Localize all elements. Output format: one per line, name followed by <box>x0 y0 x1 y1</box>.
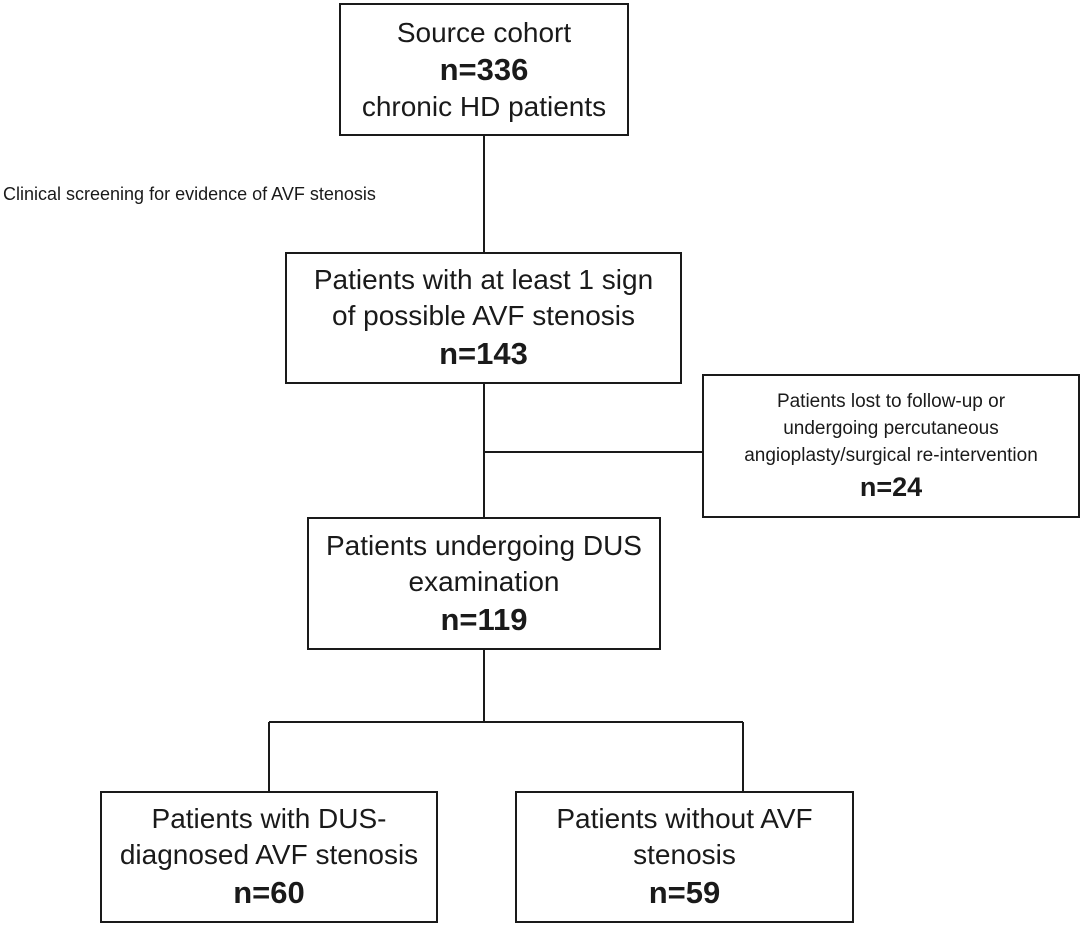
stenosis-diagnosed-count: n=60 <box>233 875 305 910</box>
stenosis-diagnosed-box: Patients with DUS- diagnosed AVF stenosi… <box>100 791 438 923</box>
no-stenosis-count: n=59 <box>648 875 721 910</box>
excluded-patients-line-1: Patients lost to follow-up or <box>776 390 1006 412</box>
source-cohort-box: Source cohort n=336 chronic HD patients <box>339 3 629 136</box>
excluded-patients-box: Patients lost to follow-up or undergoing… <box>702 374 1080 518</box>
dus-examination-box: Patients undergoing DUS examination n=11… <box>307 517 661 650</box>
dus-examination-line-1: Patients undergoing DUS <box>326 529 642 561</box>
possible-stenosis-line-1: Patients with at least 1 sign <box>313 264 654 295</box>
source-cohort-description: chronic HD patients <box>361 90 607 122</box>
no-stenosis-line-2: stenosis <box>633 839 736 870</box>
stenosis-diagnosed-line-2: diagnosed AVF stenosis <box>119 839 419 870</box>
excluded-patients-line-3: angioplasty/surgical re-intervention <box>744 444 1038 466</box>
no-stenosis-box: Patients without AVF stenosis n=59 <box>515 791 854 923</box>
screening-step-label: Clinical screening for evidence of AVF s… <box>3 184 376 204</box>
possible-stenosis-box: Patients with at least 1 sign of possibl… <box>285 252 682 384</box>
excluded-patients-line-2: undergoing percutaneous <box>783 417 999 439</box>
excluded-patients-count: n=24 <box>859 471 923 502</box>
dus-examination-count: n=119 <box>440 601 528 637</box>
no-stenosis-line-1: Patients without AVF <box>556 803 813 834</box>
possible-stenosis-count: n=143 <box>439 336 528 371</box>
source-cohort-count: n=336 <box>439 51 529 87</box>
stenosis-diagnosed-line-1: Patients with DUS- <box>151 803 387 834</box>
source-cohort-title: Source cohort <box>396 16 572 48</box>
possible-stenosis-line-2: of possible AVF stenosis <box>332 300 635 331</box>
dus-examination-line-2: examination <box>408 565 560 597</box>
